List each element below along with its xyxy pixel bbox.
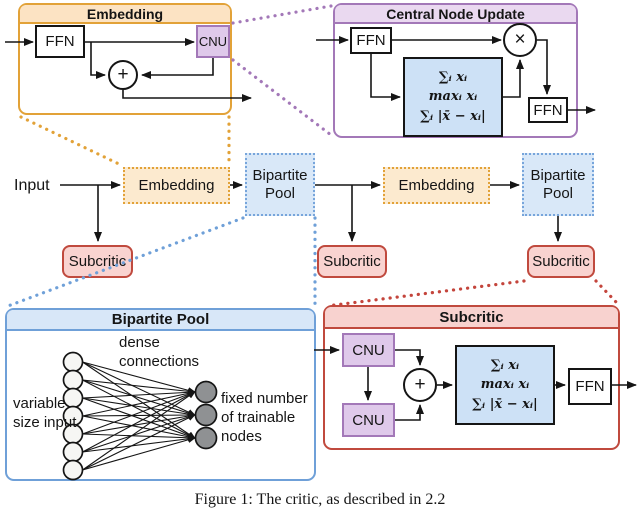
central-node-update-title: Central Node Update xyxy=(335,5,576,24)
cnu-aggregation-box: ∑ᵢ xᵢ maxᵢ xᵢ ∑ᵢ |x̄ − xᵢ| xyxy=(403,57,503,137)
flow-embedding-1: Embedding xyxy=(123,167,230,204)
agg-sum-line: ∑ᵢ xᵢ xyxy=(438,69,468,85)
embedding-detail-panel: Embedding xyxy=(18,3,232,115)
embedding-cnu-box: CNU xyxy=(196,25,230,58)
flow-subcritic-3: Subcritic xyxy=(527,245,595,278)
purple-connector-1 xyxy=(231,4,333,25)
figure-caption: Figure 1: The critic, as described in 2.… xyxy=(194,491,446,508)
red-connector-1 xyxy=(325,279,526,308)
agg-max-line: maxᵢ xᵢ xyxy=(480,377,530,393)
flow-embedding-2: Embedding xyxy=(383,167,490,204)
dense-connections-label: dense connections xyxy=(119,334,200,370)
agg-max-line: maxᵢ xᵢ xyxy=(428,89,478,105)
flow-subcritic-1-label: Subcritic xyxy=(68,252,127,270)
flow-bipartite-pool-2-label: Bipartite Pool xyxy=(530,166,586,202)
flow-bipartite-pool-1: Bipartite Pool xyxy=(245,153,315,216)
flow-embedding-2-label: Embedding xyxy=(398,176,475,194)
flow-embedding-1-label: Embedding xyxy=(138,176,215,194)
variable-size-input-label: variable size input xyxy=(13,395,77,431)
agg-absdev-line: ∑ᵢ |x̄ − xᵢ| xyxy=(420,108,486,124)
flow-subcritic-3-label: Subcritic xyxy=(532,252,590,270)
flow-subcritic-1: Subcritic xyxy=(62,245,133,278)
input-label: Input xyxy=(14,177,50,194)
subcritic-aggregation-box: ∑ᵢ xᵢ maxᵢ xᵢ ∑ᵢ |x̄ − xᵢ| xyxy=(455,345,555,425)
embedding-ffn-box: FFN xyxy=(35,25,85,58)
subcritic-cnu1-box: CNU xyxy=(342,333,395,367)
subcritic-ffn-box: FFN xyxy=(568,368,612,405)
purple-connector-2 xyxy=(231,58,333,137)
flow-bipartite-pool-1-label: Bipartite Pool xyxy=(252,166,308,202)
flow-subcritic-2-label: Subcritic xyxy=(323,252,381,270)
subcritic-cnu2-box: CNU xyxy=(342,403,395,437)
cnu-multiply-node: × xyxy=(503,23,537,57)
fixed-trainable-nodes-label: fixed number of trainable nodes xyxy=(221,390,308,445)
orange-connector-1 xyxy=(19,115,123,167)
embedding-detail-title: Embedding xyxy=(20,5,230,24)
flow-subcritic-2: Subcritic xyxy=(317,245,387,278)
bipartite-pool-detail-title: Bipartite Pool xyxy=(7,310,314,331)
cnu-ffn1-box: FFN xyxy=(350,27,392,54)
agg-sum-line: ∑ᵢ xᵢ xyxy=(490,357,520,373)
embedding-sum-node: + xyxy=(108,60,138,90)
agg-absdev-line: ∑ᵢ |x̄ − xᵢ| xyxy=(472,396,538,412)
subcritic-sum-node: + xyxy=(403,368,437,402)
cnu-ffn2-box: FFN xyxy=(528,97,568,123)
flow-bipartite-pool-2: Bipartite Pool xyxy=(522,153,594,216)
red-connector-2 xyxy=(594,279,619,305)
subcritic-detail-title: Subcritic xyxy=(325,307,618,329)
